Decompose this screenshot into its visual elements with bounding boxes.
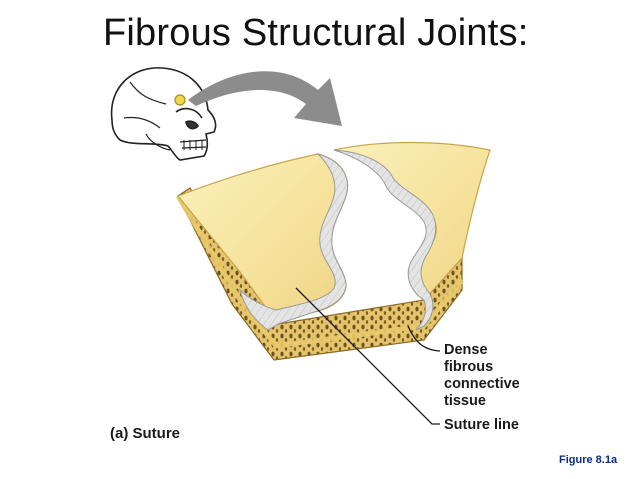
figure-reference: Figure 8.1a: [559, 454, 618, 466]
label-line: fibrous: [444, 359, 494, 375]
label-line: tissue: [444, 393, 486, 409]
label-line: connective: [444, 376, 520, 392]
skull-icon: [110, 67, 217, 161]
suture-tissue: [239, 153, 348, 331]
label-dense-fibrous-connective-tissue: Dense fibrous connective tissue: [444, 342, 520, 410]
label-line: Dense: [444, 342, 488, 358]
label-suture-line: Suture line: [444, 417, 519, 433]
curved-arrow-icon: [188, 71, 342, 126]
figure-caption: (a) Suture: [110, 425, 181, 442]
leader-lines: [295, 287, 441, 425]
slide-title: Fibrous Structural Joints:: [103, 12, 529, 54]
